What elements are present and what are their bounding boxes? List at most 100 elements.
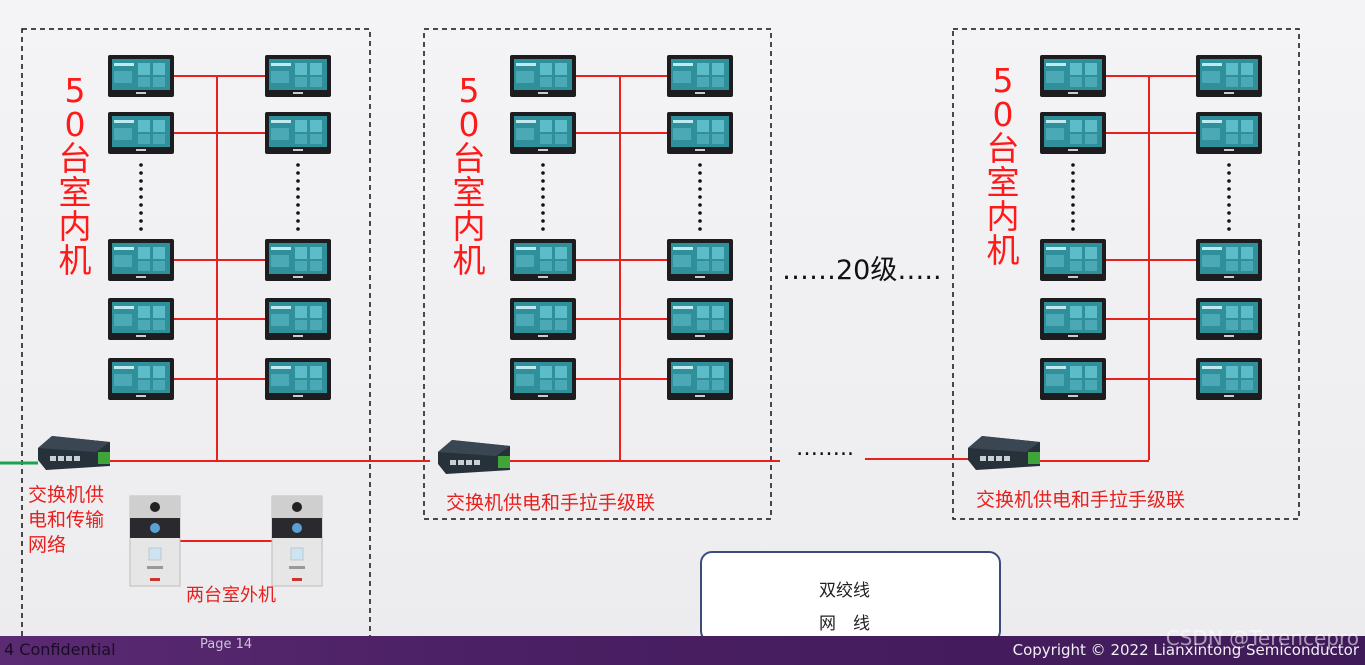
ellipsis-dot <box>139 187 143 191</box>
ellipsis-dot <box>1071 187 1075 191</box>
outdoor-stations-label: 两台室外机 <box>186 585 276 606</box>
ellipsis-dot <box>541 219 545 223</box>
indoor-monitor-icon <box>510 112 576 154</box>
group-2-title: 50台室内机 <box>452 71 486 280</box>
ellipsis-dot <box>296 219 300 223</box>
indoor-monitor-icon <box>108 298 174 340</box>
group-3-title: 50台室内机 <box>986 61 1020 270</box>
cascade-dots: …….. <box>796 436 854 461</box>
footer-confidential: 4 Confidential <box>4 640 116 659</box>
ellipsis-dot <box>1071 195 1075 199</box>
indoor-monitor-icon <box>265 358 331 400</box>
indoor-monitor-icon <box>510 239 576 281</box>
footer-page-number: Page 14 <box>200 637 253 652</box>
ellipsis-dot <box>698 187 702 191</box>
ellipsis-dot <box>1227 219 1231 223</box>
ellipsis-dot <box>1227 195 1231 199</box>
ellipsis-dot <box>139 211 143 215</box>
ellipsis-dot <box>1071 211 1075 215</box>
ellipsis-dot <box>541 227 545 231</box>
ellipsis-dot <box>698 171 702 175</box>
footer-copyright: Copyright © 2022 Lianxintong Semiconduct… <box>1012 641 1359 659</box>
ellipsis-dot <box>296 227 300 231</box>
ellipsis-dot <box>139 195 143 199</box>
ellipsis-dot <box>139 219 143 223</box>
ellipsis-dot <box>1227 179 1231 183</box>
indoor-monitor-icon <box>1040 112 1106 154</box>
indoor-monitor-icon <box>1196 298 1262 340</box>
ellipsis-dot <box>1071 203 1075 207</box>
indoor-monitor-icon <box>1196 239 1262 281</box>
ellipsis-dot <box>698 195 702 199</box>
ellipsis-dot <box>296 171 300 175</box>
ellipsis-dot <box>541 171 545 175</box>
ellipsis-dot <box>296 179 300 183</box>
ellipsis-dot <box>139 171 143 175</box>
indoor-monitor-icon <box>265 112 331 154</box>
indoor-monitor-icon <box>108 112 174 154</box>
ellipsis-dot <box>541 211 545 215</box>
ellipsis-dot <box>139 179 143 183</box>
legend-network-cable-label: 网 线 <box>819 614 870 634</box>
ellipsis-dot <box>1227 187 1231 191</box>
indoor-monitor-icon <box>1196 358 1262 400</box>
indoor-monitor-icon <box>265 55 331 97</box>
ellipsis-dot <box>698 211 702 215</box>
ellipsis-dot <box>698 227 702 231</box>
ellipsis-dot <box>1071 163 1075 167</box>
ellipsis-dot <box>1071 219 1075 223</box>
footer-bar: 4 Confidential Page 14 Copyright © 2022 … <box>0 636 1365 665</box>
indoor-monitor-icon <box>667 358 733 400</box>
ellipsis-dot <box>1227 211 1231 215</box>
indoor-monitor-icon <box>1040 358 1106 400</box>
left-switch-label: 交换机供 电和传输 网络 <box>28 484 105 556</box>
indoor-monitor-icon <box>667 112 733 154</box>
network-switch-icon <box>38 436 110 470</box>
door-station-icon <box>271 495 323 587</box>
indoor-monitor-icon <box>667 239 733 281</box>
ellipsis-dot <box>698 219 702 223</box>
indoor-monitor-icon <box>1196 112 1262 154</box>
ellipsis-dot <box>1071 227 1075 231</box>
group-box-3 <box>952 28 1300 520</box>
indoor-monitor-icon <box>108 239 174 281</box>
indoor-monitor-icon <box>1040 298 1106 340</box>
ellipsis-dot <box>296 203 300 207</box>
ellipsis-dot <box>296 187 300 191</box>
indoor-monitor-icon <box>108 358 174 400</box>
ellipsis-dot <box>541 187 545 191</box>
ellipsis-dot <box>296 211 300 215</box>
group-box-2 <box>423 28 772 520</box>
ellipsis-dot <box>296 195 300 199</box>
indoor-monitor-icon <box>1040 55 1106 97</box>
legend: 双绞线 网 线 <box>700 551 1001 643</box>
ellipsis-dot <box>541 163 545 167</box>
ellipsis-dot <box>541 195 545 199</box>
indoor-monitor-icon <box>108 55 174 97</box>
switch-label-group-3: 交换机供电和手拉手级联 <box>976 489 1186 511</box>
ellipsis-dot <box>1071 171 1075 175</box>
switch-label-group-2: 交换机供电和手拉手级联 <box>446 492 656 514</box>
network-switch-icon <box>968 436 1040 470</box>
ellipsis-dot <box>1071 179 1075 183</box>
ellipsis-dot <box>1227 163 1231 167</box>
ellipsis-dot <box>698 179 702 183</box>
group-1-title: 50台室内机 <box>58 71 92 280</box>
ellipsis-dot <box>139 163 143 167</box>
ellipsis-dot <box>1227 203 1231 207</box>
ellipsis-dot <box>296 163 300 167</box>
indoor-monitor-icon <box>667 298 733 340</box>
indoor-monitor-icon <box>1196 55 1262 97</box>
ellipsis-dot <box>541 179 545 183</box>
indoor-monitor-icon <box>265 298 331 340</box>
ellipsis-dot <box>139 203 143 207</box>
door-station-icon <box>129 495 181 587</box>
indoor-monitor-icon <box>510 358 576 400</box>
indoor-monitor-icon <box>510 55 576 97</box>
ellipsis-dot <box>1227 227 1231 231</box>
indoor-monitor-icon <box>265 239 331 281</box>
indoor-monitor-icon <box>510 298 576 340</box>
ellipsis-dot <box>139 227 143 231</box>
